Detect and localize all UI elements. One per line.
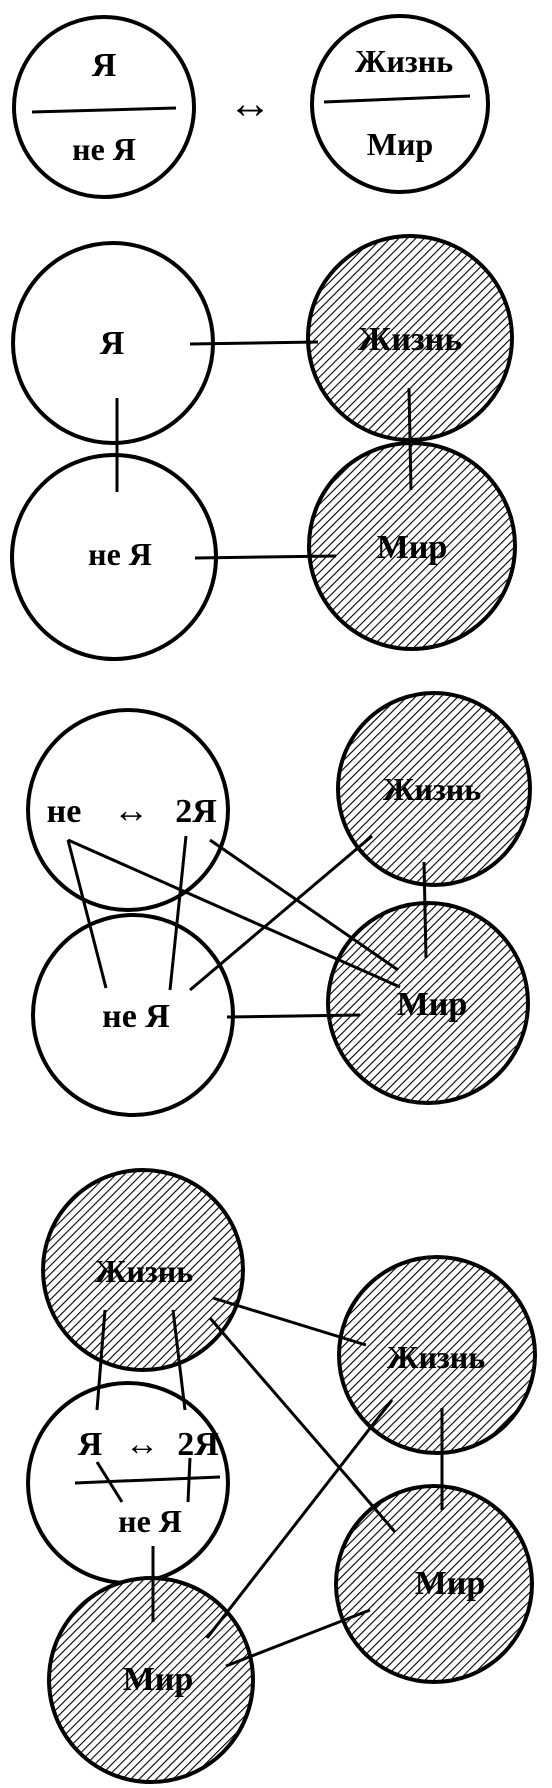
world-label: Мир xyxy=(377,529,448,566)
self-prefix: Я xyxy=(78,1426,103,1463)
figure-4: Жизнь Я ↔ 2Я не Я Мир Жизнь Мир xyxy=(26,1168,537,1784)
figure-1: Я не Я ↔ Жизнь Мир xyxy=(12,14,490,199)
self-circle xyxy=(26,1381,230,1585)
link-notself-world xyxy=(226,1013,361,1019)
not-self-circle xyxy=(31,913,235,1117)
top-left-circle xyxy=(26,708,230,912)
figure-3: не ↔ 2Я не Я Жизнь Мир xyxy=(26,691,532,1117)
top-left-prefix: не xyxy=(47,793,82,830)
life-circle xyxy=(336,691,532,887)
not-self-label: не Я xyxy=(88,536,152,572)
self-label: Я xyxy=(92,47,117,84)
world-circle xyxy=(310,14,490,194)
self-circle xyxy=(12,15,196,199)
link-h xyxy=(205,1399,394,1639)
link-e xyxy=(95,1461,124,1503)
world-right-circle xyxy=(334,1484,534,1684)
world-left-label: Мир xyxy=(123,1661,194,1698)
link-e xyxy=(189,834,373,992)
fraction-bar-left xyxy=(31,106,177,114)
top-left-suffix: 2Я xyxy=(175,793,217,830)
link-c xyxy=(212,1296,367,1347)
life-label: Жизнь xyxy=(358,321,462,358)
figure-2: Я не Я Жизнь Мир xyxy=(10,234,517,661)
link-d xyxy=(208,1317,397,1533)
not-self-label: не Я xyxy=(118,1503,182,1539)
fraction-bar-right xyxy=(323,94,471,104)
life-label: Жизнь xyxy=(355,43,453,79)
life-left-label: Жизнь xyxy=(95,1253,193,1289)
not-self-label: не Я xyxy=(102,998,170,1035)
link-a xyxy=(66,839,108,989)
world-label: Мир xyxy=(367,126,433,162)
world-label: Мир xyxy=(397,986,468,1023)
self-label: Я xyxy=(100,325,125,362)
link-self-life xyxy=(189,340,319,346)
link-life-world xyxy=(407,387,413,491)
world-left-circle xyxy=(47,1576,255,1784)
double-arrow-icon: ↔ xyxy=(113,790,149,830)
life-right-label: Жизнь xyxy=(387,1339,485,1375)
double-arrow-icon: ↔ xyxy=(125,1426,159,1463)
world-circle xyxy=(307,441,517,651)
world-circle xyxy=(326,901,530,1105)
link-a xyxy=(95,1309,107,1411)
link-b xyxy=(67,838,401,989)
link-i xyxy=(225,1608,371,1668)
link-life-world xyxy=(422,861,428,959)
double-arrow-icon: ↔ xyxy=(228,79,272,128)
link-notself-world xyxy=(194,554,337,560)
world-right-label: Мир xyxy=(415,1565,486,1602)
life-label: Жизнь xyxy=(383,771,481,807)
fraction-bar xyxy=(74,1475,221,1485)
link-f xyxy=(186,1457,192,1503)
life-left-circle xyxy=(41,1168,245,1372)
not-self-label: не Я xyxy=(72,131,136,167)
link-c xyxy=(168,835,188,991)
link-d xyxy=(209,838,399,972)
link-b xyxy=(171,1309,187,1411)
self-suffix: 2Я xyxy=(177,1426,219,1463)
